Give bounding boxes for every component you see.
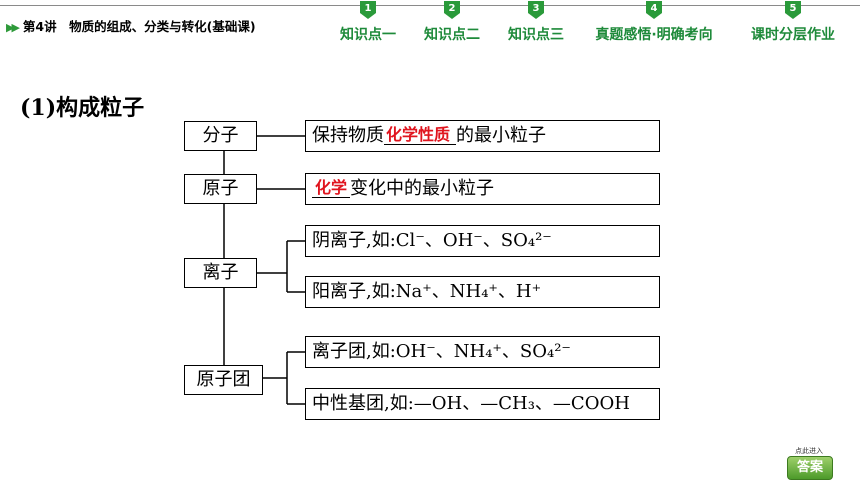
divider bbox=[0, 5, 860, 6]
number-badge-icon: 5 bbox=[783, 0, 803, 20]
tab-knowledge-point-1[interactable]: 1 知识点一 bbox=[330, 0, 406, 44]
category-label: 原子团 bbox=[196, 369, 251, 390]
description-text: 阳离子,如:Na⁺、NH₄⁺、H⁺ bbox=[312, 281, 542, 302]
neutral-group-description: 中性基团,如:—OH、—CH₃、—COOH bbox=[305, 388, 660, 420]
tab-exam-insight[interactable]: 4 真题感悟·明确考向 bbox=[580, 0, 728, 44]
anion-description: 阴离子,如:Cl⁻、OH⁻、SO₄²⁻ bbox=[305, 225, 660, 257]
description-text: 保持物质 bbox=[312, 125, 384, 146]
tab-label: 真题感悟·明确考向 bbox=[595, 27, 713, 43]
number-badge-icon: 2 bbox=[442, 0, 462, 20]
number-badge-icon: 3 bbox=[526, 0, 546, 20]
description-text: 的最小粒子 bbox=[456, 125, 547, 146]
category-ion: 离子 bbox=[184, 258, 257, 288]
tab-label: 知识点一 bbox=[340, 27, 396, 43]
answer-hint-text: 点此进入 bbox=[795, 447, 823, 455]
cation-description: 阳离子,如:Na⁺、NH₄⁺、H⁺ bbox=[305, 276, 660, 308]
answer-button-label: 答案 bbox=[787, 456, 833, 480]
number-badge-icon: 4 bbox=[644, 0, 664, 20]
top-nav-bar: ▶▶第4讲 物质的组成、分类与转化(基础课) 1 知识点一 2 知识点二 3 知… bbox=[0, 0, 860, 44]
molecule-description: 保持物质 化学性质 的最小粒子 bbox=[305, 120, 660, 152]
tab-label: 知识点三 bbox=[508, 27, 564, 43]
answer-blank: 化学性质 bbox=[384, 127, 457, 145]
lesson-title-text: 第4讲 物质的组成、分类与转化(基础课) bbox=[22, 19, 256, 34]
show-answer-button[interactable]: 点此进入 答案 bbox=[785, 446, 833, 480]
lesson-title: ▶▶第4讲 物质的组成、分类与转化(基础课) bbox=[6, 16, 256, 35]
tab-label: 知识点二 bbox=[424, 27, 480, 43]
category-atomic-group: 原子团 bbox=[184, 365, 263, 395]
tab-homework[interactable]: 5 课时分层作业 bbox=[736, 0, 850, 44]
tab-label: 课时分层作业 bbox=[751, 27, 835, 43]
answer-blank: 化学 bbox=[312, 180, 351, 198]
category-atom: 原子 bbox=[184, 174, 257, 204]
description-text: 阴离子,如:Cl⁻、OH⁻、SO₄²⁻ bbox=[312, 230, 552, 251]
description-text: 变化中的最小粒子 bbox=[350, 178, 495, 199]
description-text: 中性基团,如:—OH、—CH₃、—COOH bbox=[312, 393, 630, 414]
tab-knowledge-point-2[interactable]: 2 知识点二 bbox=[414, 0, 490, 44]
description-text: 离子团,如:OH⁻、NH₄⁺、SO₄²⁻ bbox=[312, 341, 571, 362]
play-arrows-icon: ▶▶ bbox=[6, 21, 20, 34]
atom-description: 化学 变化中的最小粒子 bbox=[305, 173, 660, 205]
category-label: 分子 bbox=[202, 125, 239, 146]
section-title: (1)构成粒子 bbox=[20, 95, 145, 121]
number-badge-icon: 1 bbox=[358, 0, 378, 20]
category-molecule: 分子 bbox=[184, 121, 257, 151]
category-label: 原子 bbox=[202, 178, 239, 199]
tab-knowledge-point-3[interactable]: 3 知识点三 bbox=[498, 0, 574, 44]
ionic-group-description: 离子团,如:OH⁻、NH₄⁺、SO₄²⁻ bbox=[305, 336, 660, 368]
category-label: 离子 bbox=[202, 262, 239, 283]
